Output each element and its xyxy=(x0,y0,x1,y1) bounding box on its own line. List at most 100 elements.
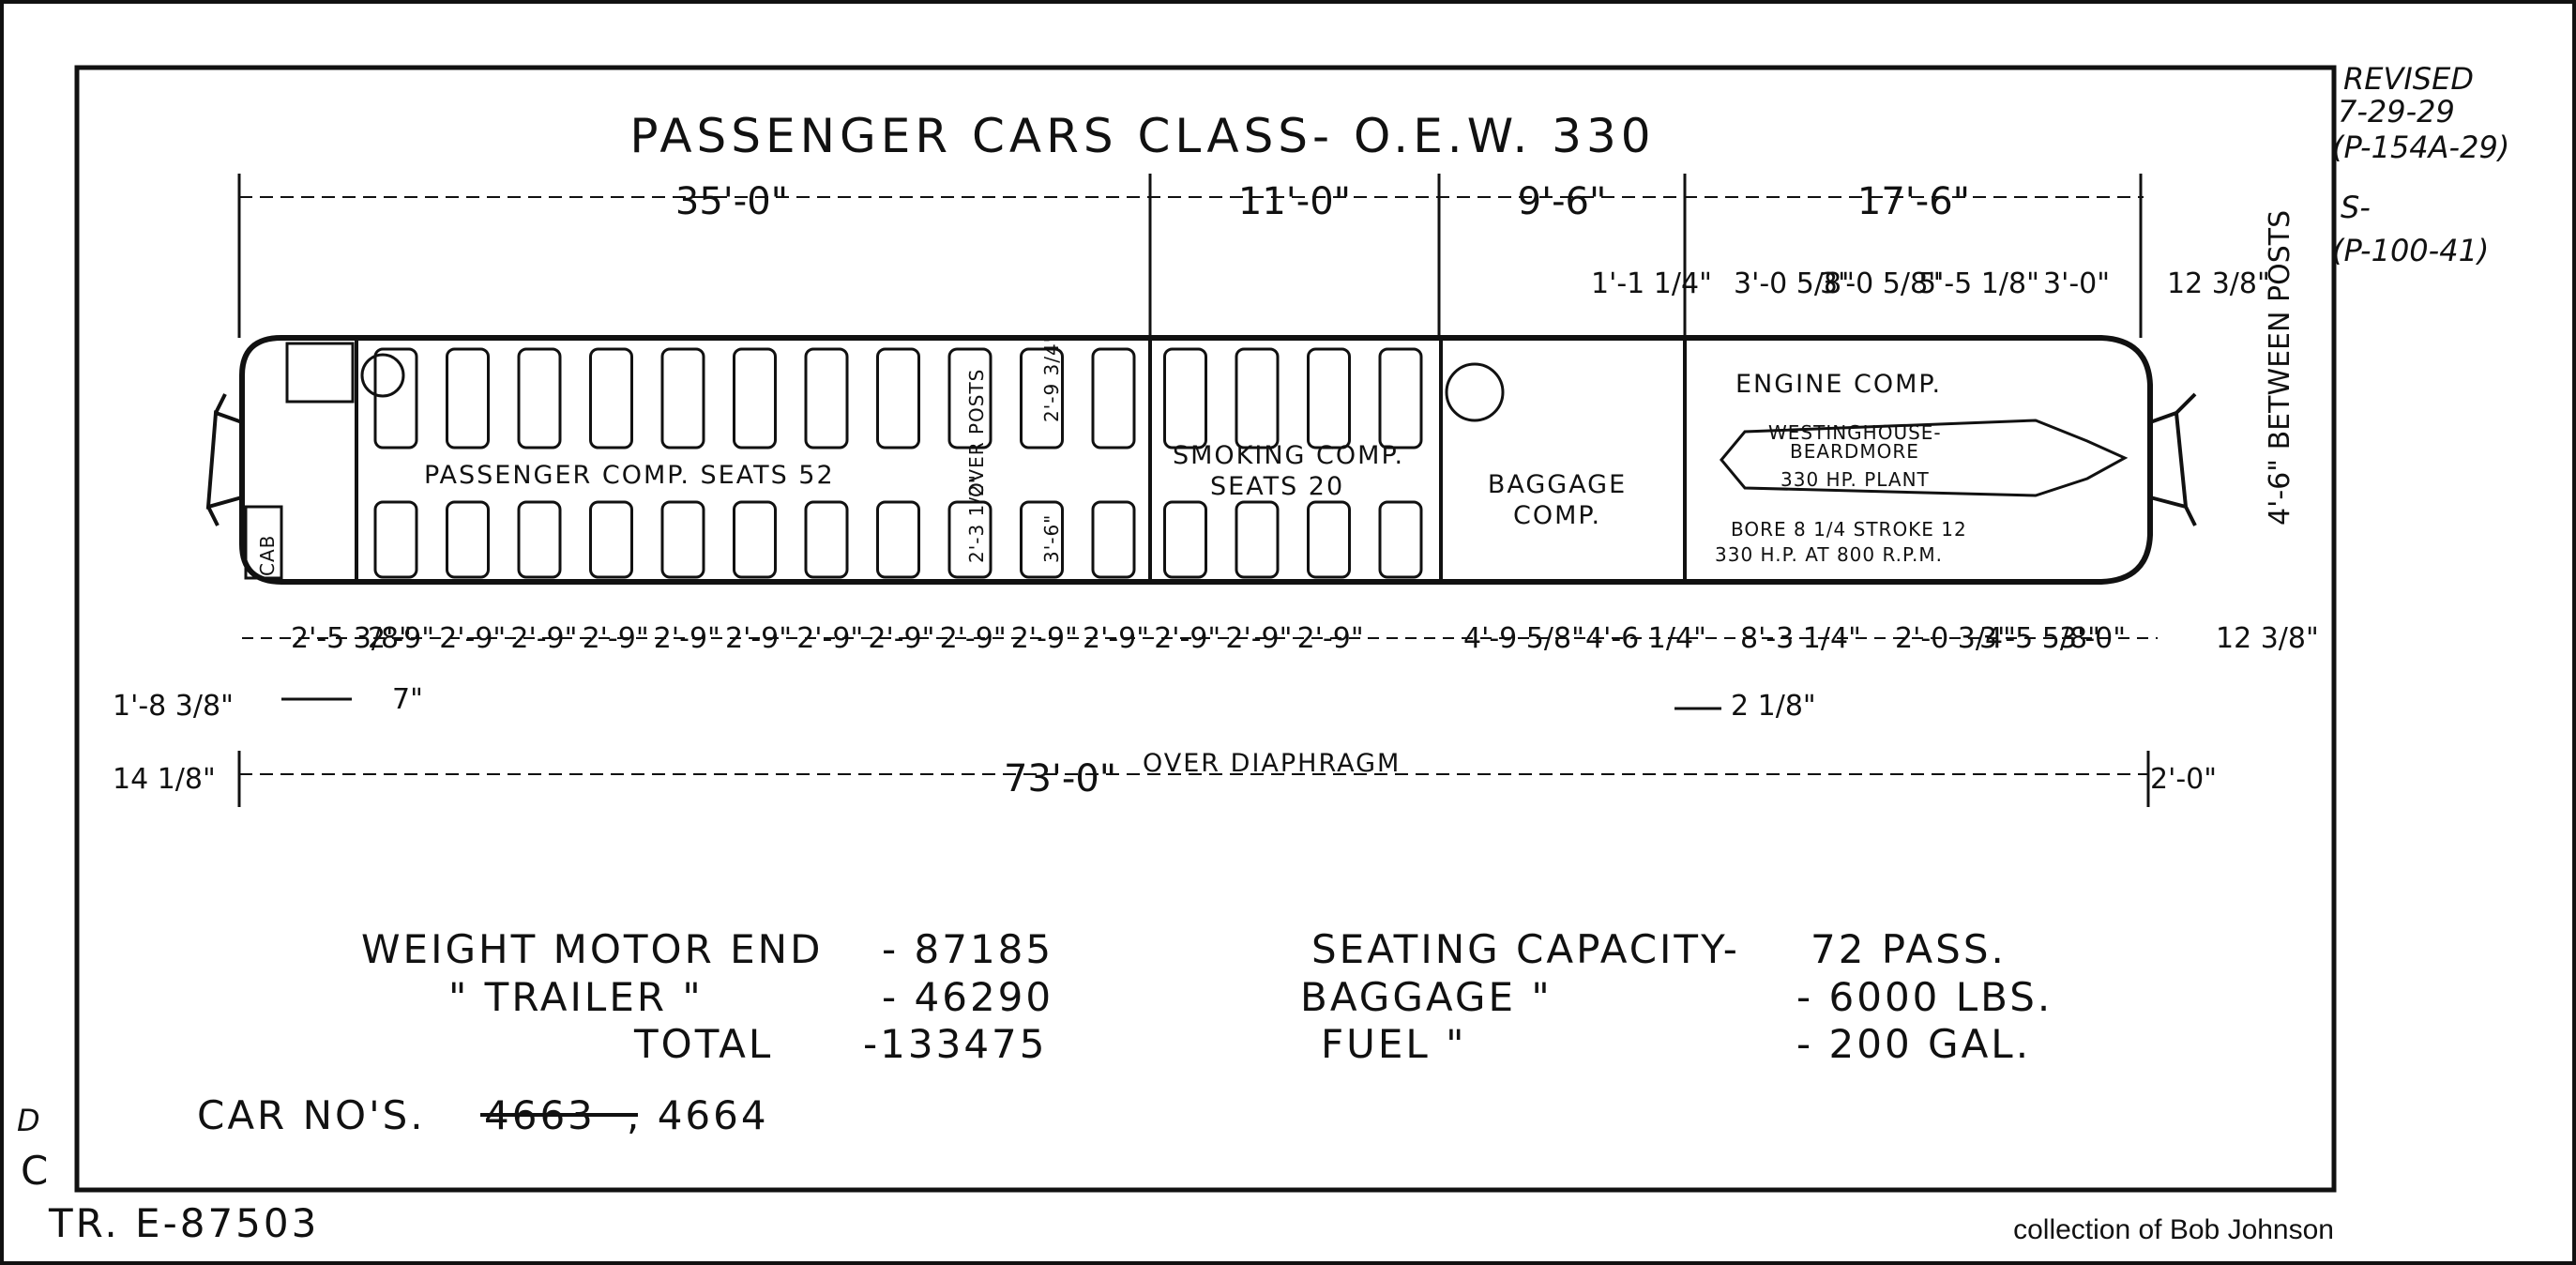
seat-upper xyxy=(876,347,920,450)
plant-label-1: WESTINGHOUSE- xyxy=(1768,421,1942,444)
car-numbers: CAR NO'S. 4663 , 4664 xyxy=(197,1092,766,1138)
top-dimension-line: 35'-0" 11'-0" 9'-6" 17'-6" xyxy=(237,174,2144,338)
spec-left-label-0: WEIGHT MOTOR END xyxy=(361,926,823,972)
seat-lower xyxy=(1307,500,1351,579)
rpm-label: 330 H.P. AT 800 R.P.M. xyxy=(1715,543,1943,566)
right-diaphragm-dim: 2'-0" xyxy=(2150,763,2217,796)
seat-pitch-label-2: 3'-6" xyxy=(1040,514,1063,563)
overall-label: OVER DIAPHRAGM xyxy=(1143,749,1401,778)
spec-right-label-1: BAGGAGE " xyxy=(1300,974,1553,1020)
side-label: 4'-6" BETWEEN POSTS xyxy=(2264,210,2296,526)
seat-upper xyxy=(517,347,562,450)
seat-upper xyxy=(733,347,777,450)
bottom-first: 2'-5 3/8" xyxy=(291,622,412,655)
seat-spacing-label: 2'-9" xyxy=(796,622,863,655)
revision-ref-2: (P-100-41) xyxy=(2332,233,2489,268)
seat-upper xyxy=(1307,347,1351,450)
engine-spacing-4: 3'-0" xyxy=(2043,267,2110,300)
spec-left-value-0: - 87185 xyxy=(882,926,1053,972)
baggage-comp-label-1: BAGGAGE xyxy=(1488,470,1627,499)
seat-spacing-label: 2'-9" xyxy=(1011,622,1078,655)
revision-mark: S- xyxy=(2341,190,2371,225)
seat-upper xyxy=(804,347,849,450)
engine-plant-outline xyxy=(1720,419,2129,497)
seat-spacing-label: 2'-9" xyxy=(1154,622,1220,655)
seat-lower xyxy=(1091,500,1136,579)
seat-spacing-label: 2'-9" xyxy=(510,622,577,655)
seat-upper xyxy=(1091,347,1136,450)
drawing-title: PASSENGER CARS CLASS- O.E.W. 330 xyxy=(629,109,1655,163)
spec-left-label-1: " TRAILER " xyxy=(448,974,704,1020)
seat-spacing-label: 2'-9" xyxy=(1225,622,1292,655)
seat-spacing-label: 2'-9" xyxy=(940,622,1007,655)
seat-lower xyxy=(733,500,777,579)
compartment-labels: PASSENGER COMP. SEATS 52 SMOKING COMP. S… xyxy=(424,333,2129,566)
engine-sub-dimensions: 1'-1 1/4" 3'-0 5/8" 3'-0 5/8" 5'-5 1/8" … xyxy=(1591,267,2270,300)
spec-right-label-2: FUEL " xyxy=(1321,1021,1467,1067)
dim-passenger: 35'-0" xyxy=(675,180,788,223)
car-nos-label: CAR NO'S. xyxy=(197,1092,426,1138)
seat-width-label: 2'-3 1/2" xyxy=(965,474,988,563)
overall-length: 73'-0" xyxy=(1004,757,1116,800)
seat-lower xyxy=(589,500,633,579)
end-dim-bottom: 12 3/8" xyxy=(2216,622,2319,655)
engine-dim-3: 3'-5 5/8" xyxy=(1979,622,2100,655)
baggage-comp-label-2: COMP. xyxy=(1513,501,1601,530)
revision-notes: REVISED 7-29-29 (P-154A-29) S- (P-100-41… xyxy=(2332,61,2509,268)
engine-spacing-2: 3'-0 5/8" xyxy=(1820,267,1941,300)
seat-upper xyxy=(1378,347,1423,450)
smoking-comp-label-2: SEATS 20 xyxy=(1210,472,1344,501)
cab xyxy=(244,505,283,580)
seat-spacing-label: 2'-9" xyxy=(725,622,792,655)
plant-label-2: BEARDMORE xyxy=(1790,440,1919,463)
spec-table-right: SEATING CAPACITY- 72 PASS. BAGGAGE " - 6… xyxy=(1300,926,2050,1067)
seat-upper xyxy=(1235,347,1280,450)
baggage-door-dim: 4'-6 1/4" xyxy=(1585,622,1706,655)
left-diaphragm xyxy=(205,393,243,526)
seat-pitch-label-1: 2'-9 3/4" xyxy=(1040,333,1063,422)
engine-dim-1: 8'-3 1/4" xyxy=(1740,622,1861,655)
car-body: CAB xyxy=(205,335,2197,585)
spec-left-value-2: -133475 xyxy=(863,1021,1048,1067)
seat-upper xyxy=(1163,347,1207,450)
after-smoking-dim: 4'-9 5/8" xyxy=(1463,622,1584,655)
seat-lower xyxy=(660,500,705,579)
drawing-border xyxy=(74,65,2337,1193)
engine-spacing-1: 3'-0 5/8" xyxy=(1734,267,1855,300)
right-diaphragm xyxy=(2149,392,2197,526)
dim-baggage: 9'-6" xyxy=(1518,180,1607,223)
seat-lower xyxy=(876,500,920,579)
seat-lower xyxy=(1163,500,1207,579)
seat-lower xyxy=(1020,500,1064,579)
overall-dimension: 14 1/8" 73'-0" OVER DIAPHRAGM 2'-0" xyxy=(113,749,2217,807)
cab-label: CAB xyxy=(256,535,279,576)
revised-label: REVISED xyxy=(2343,61,2474,97)
over-posts-label: OVER POSTS xyxy=(965,369,988,497)
engine-spacing-3: 5'-5 1/8" xyxy=(1918,267,2039,300)
seat-spacing-label: 2'-9" xyxy=(868,622,934,655)
seat-lower xyxy=(947,500,993,579)
spec-right-value-0: 72 PASS. xyxy=(1811,926,2007,972)
left-offset-dim: 1'-8 3/8" xyxy=(113,690,234,723)
seat-lower xyxy=(373,500,418,579)
revised-date: 7-29-29 xyxy=(2338,94,2455,130)
spec-table-left: WEIGHT MOTOR END - 87185 " TRAILER " - 4… xyxy=(361,926,1053,1067)
dim-engine: 17'-6" xyxy=(1857,180,1970,223)
spec-left-label-2: TOTAL xyxy=(633,1021,773,1067)
seat-spacing-label: 2'-9" xyxy=(583,622,649,655)
end-overhang-top: 12 3/8" xyxy=(2167,267,2270,300)
drawing-number: TR. E-87503 xyxy=(48,1200,319,1246)
seat-upper xyxy=(947,347,993,450)
seat-spacing-label: 2'-9" xyxy=(654,622,720,655)
baggage-drum xyxy=(1445,362,1505,422)
plant-label-3: 330 HP. PLANT xyxy=(1780,468,1930,491)
spec-right-value-2: - 200 GAL. xyxy=(1796,1021,2031,1067)
seat-lower xyxy=(517,500,562,579)
baggage-offset: 1'-1 1/4" xyxy=(1591,267,1712,300)
smoking-comp-label-1: SMOKING COMP. xyxy=(1173,441,1404,470)
engine-dim-4: 3'-0" xyxy=(2059,622,2126,655)
seat-spacing-labels: 2'-9"2'-9"2'-9"2'-9"2'-9"2'-9"2'-9"2'-9"… xyxy=(368,622,1364,655)
seat-upper xyxy=(1020,347,1064,450)
